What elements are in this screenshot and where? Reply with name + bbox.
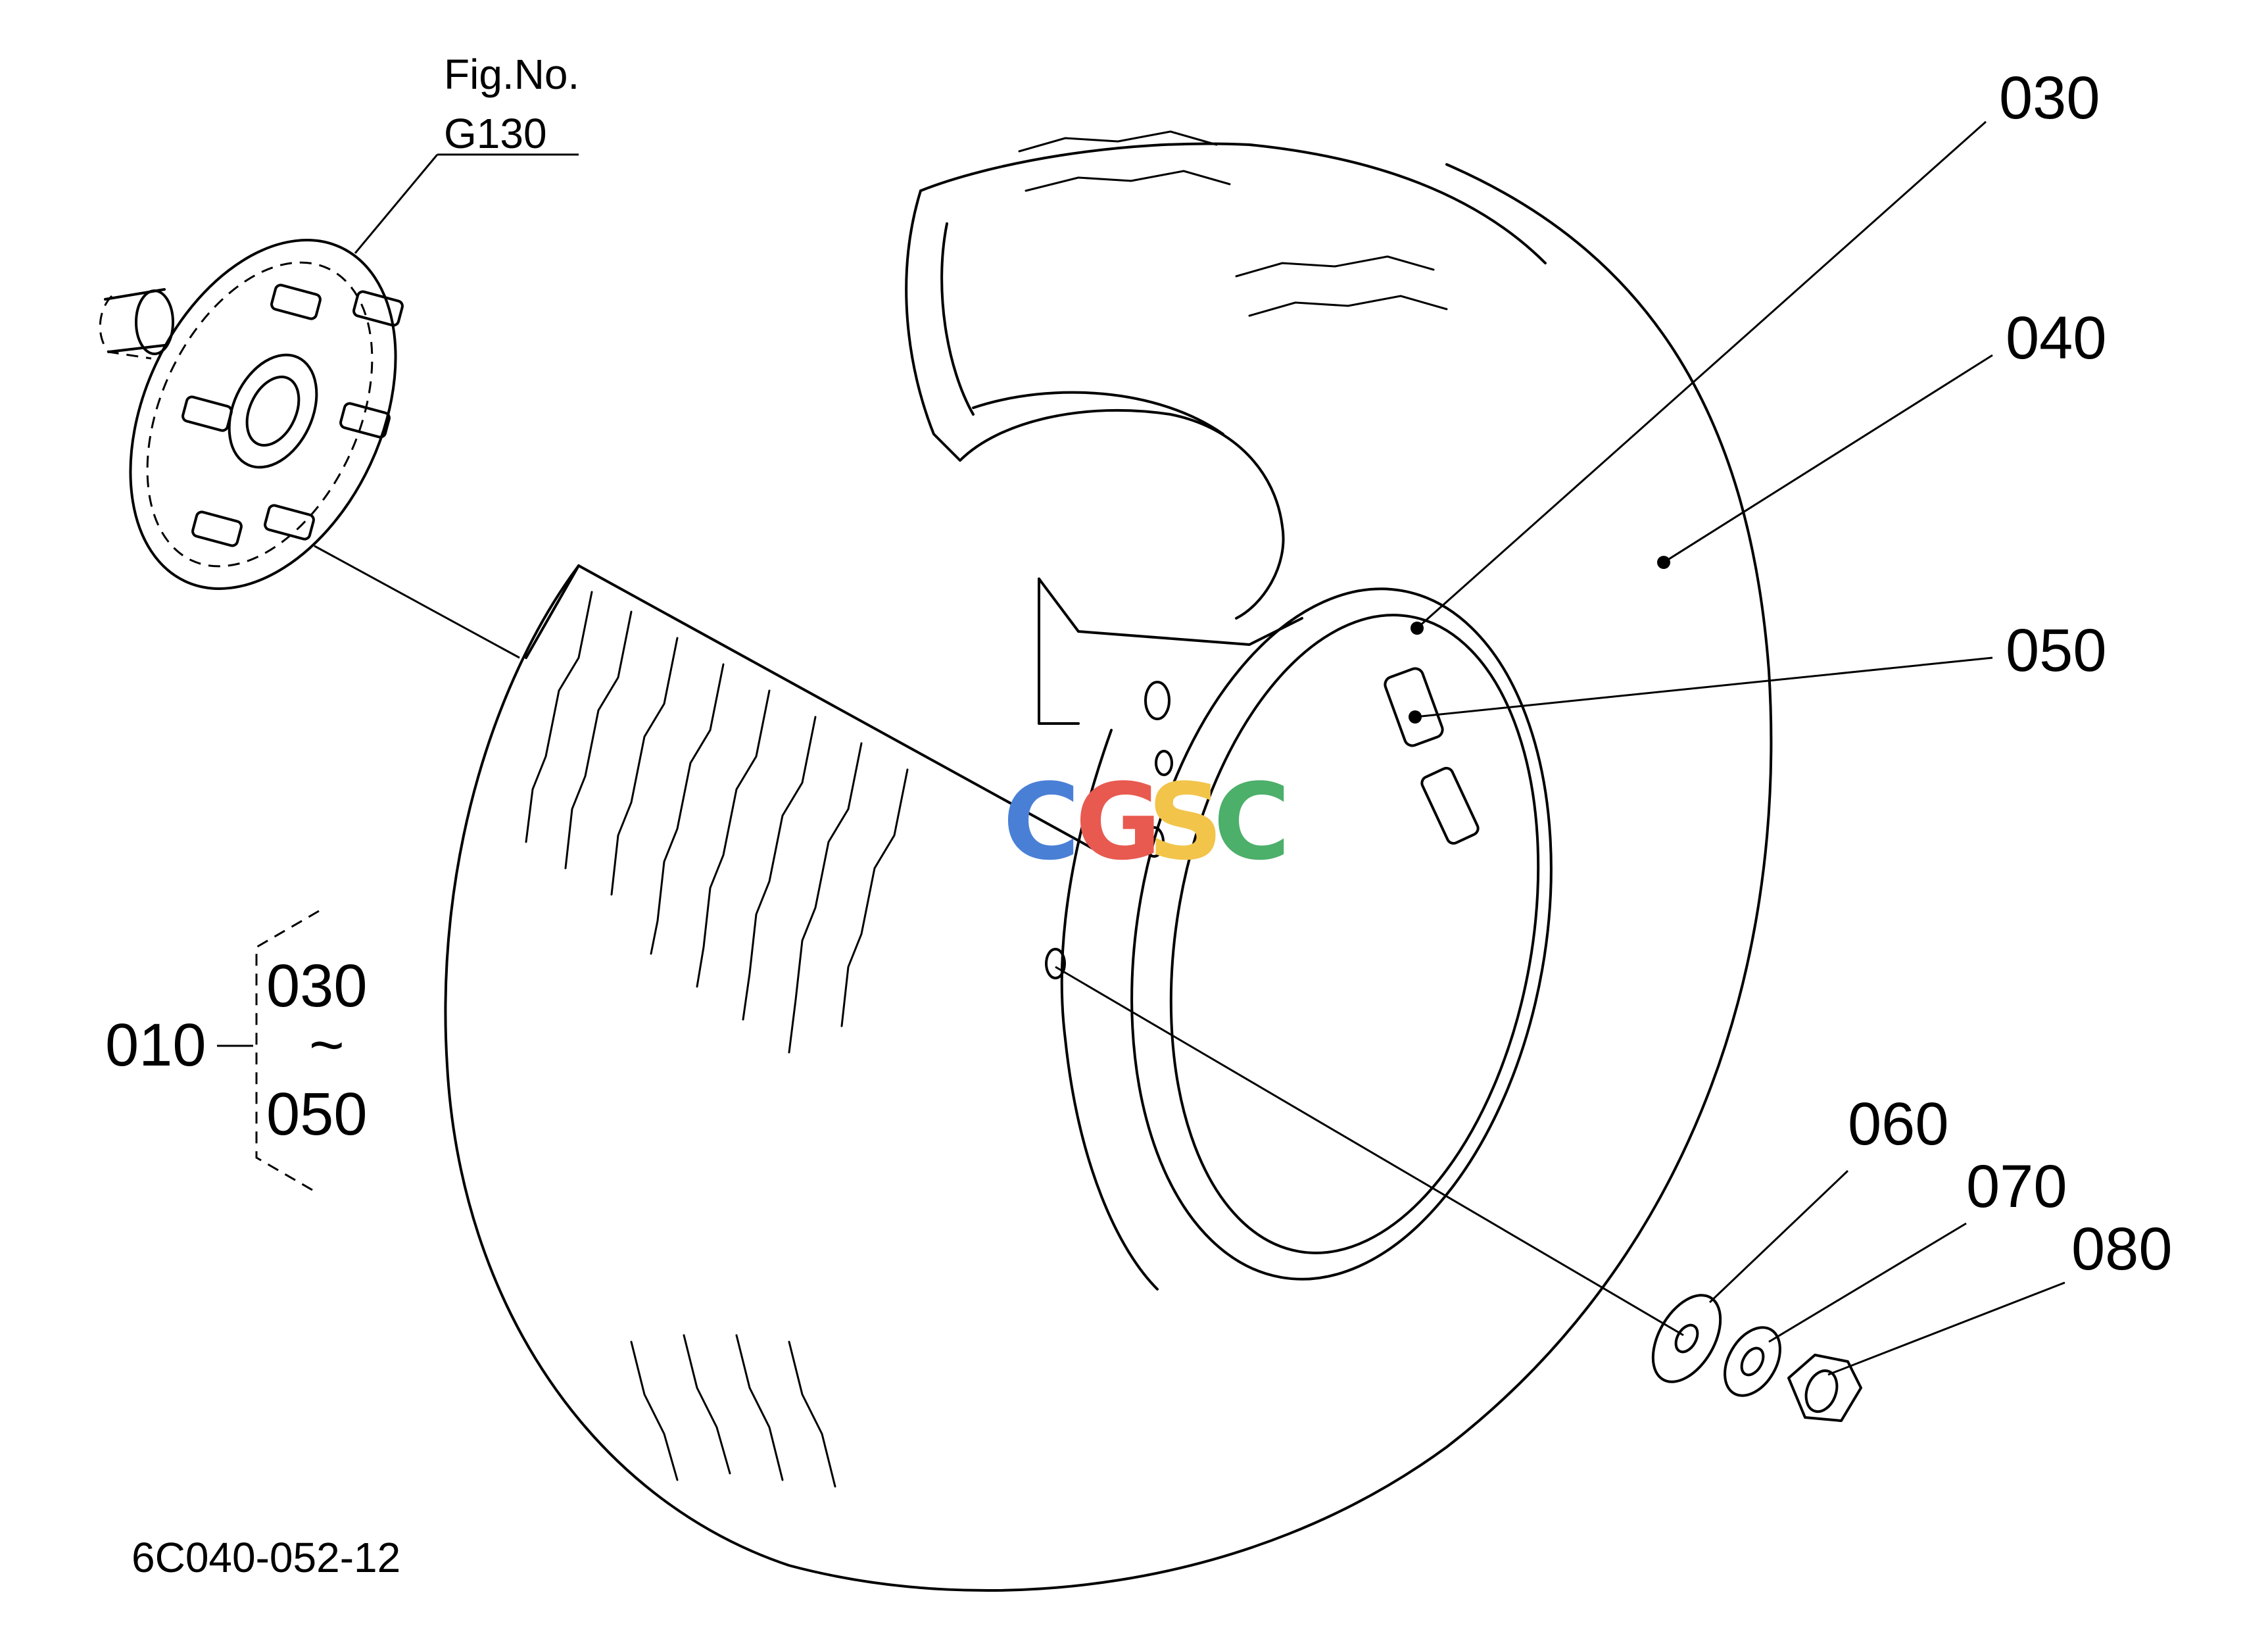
watermark-logo: C G S C — [1003, 760, 1290, 883]
callout-030: 030 — [1999, 64, 2100, 132]
rim — [1038, 578, 1553, 1291]
hub-stud — [264, 504, 315, 541]
valve-stem — [1384, 667, 1480, 845]
hub-stud — [181, 395, 233, 432]
watermark-letter-1: C — [1003, 760, 1080, 883]
figure-ref-line1: Fig.No. — [444, 51, 579, 98]
callout-050: 050 — [2006, 617, 2107, 684]
callout-060: 060 — [1848, 1091, 1949, 1158]
watermark-letter-3: S — [1147, 760, 1223, 883]
washer — [1651, 1294, 1722, 1383]
callout-070: 070 — [1966, 1153, 2067, 1220]
assembly-label-010: 010 — [105, 1012, 206, 1079]
hex-nut — [1787, 1354, 1862, 1422]
callout-080: 080 — [2071, 1216, 2173, 1283]
watermark-letter-2: G — [1075, 760, 1161, 883]
assembly-range-sep: ~ — [309, 1012, 345, 1079]
tire-front-section — [444, 163, 1773, 1592]
assembly-range-start: 030 — [266, 952, 368, 1020]
watermark-letter-4: C — [1213, 760, 1290, 883]
hub-stud — [270, 283, 322, 320]
hub-stud — [339, 402, 391, 439]
figure-reference: Fig.No. G130 — [354, 51, 579, 254]
hub-assembly — [99, 239, 404, 590]
tire-rear-section — [905, 130, 1547, 620]
assembly-group: 010 030 ~ 050 — [105, 910, 368, 1195]
spring-washer — [1724, 1326, 1781, 1397]
figure-ref-line2: G130 — [444, 110, 547, 157]
callout-040: 040 — [2006, 305, 2107, 372]
hub-stud — [191, 510, 243, 547]
hub-stud — [352, 290, 404, 327]
assembly-range-end: 050 — [266, 1081, 368, 1148]
drawing-number: 6C040-052-12 — [132, 1534, 400, 1581]
tread-pattern — [525, 591, 909, 1488]
